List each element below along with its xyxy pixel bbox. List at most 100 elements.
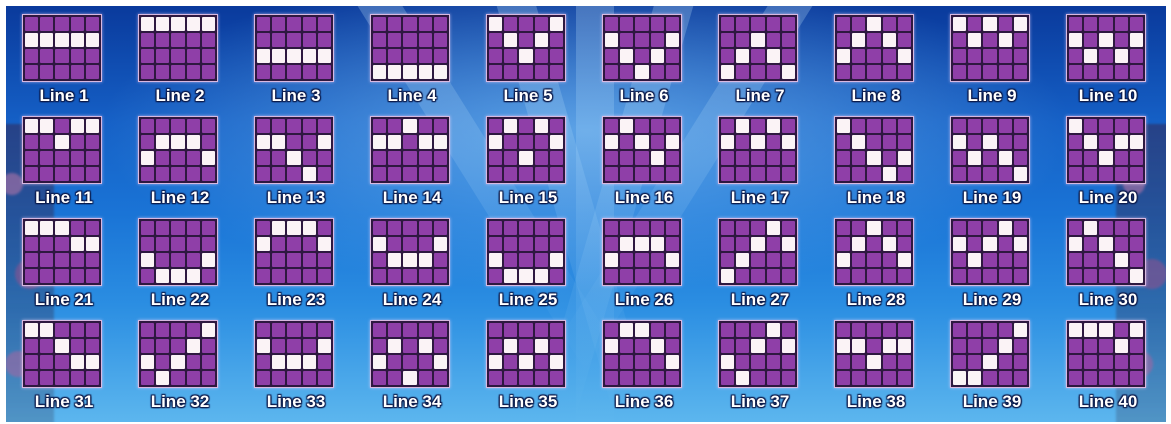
payline-card: Line 14 (354, 108, 470, 212)
payline-grid-cell (953, 323, 966, 337)
payline-grid-cell (202, 269, 215, 283)
payline-highlight-cell (257, 339, 270, 353)
payline-grid-cell (721, 253, 734, 267)
payline-card: Line 11 (6, 108, 122, 212)
payline-highlight-cell (1084, 221, 1097, 235)
payline-grid-cell (156, 119, 169, 133)
payline-grid-cell (403, 237, 416, 251)
payline-highlight-cell (968, 253, 981, 267)
payline-highlight-cell (202, 253, 215, 267)
payline-grid-cell (620, 167, 633, 181)
payline-label: Line 40 (1050, 392, 1166, 412)
payline-grid-cell (1084, 33, 1097, 47)
payline-grid-cell (953, 167, 966, 181)
payline-grid-cell (141, 237, 154, 251)
payline-grid-cell (852, 253, 865, 267)
payline-grid-cell (1130, 151, 1143, 165)
payline-grid-cell (635, 167, 648, 181)
payline-grid-cell (751, 253, 764, 267)
payline-grid-cell (434, 151, 447, 165)
payline-grid-cell (1130, 167, 1143, 181)
payline-highlight-cell (736, 371, 749, 385)
payline-grid-cell (55, 119, 68, 133)
payline-grid-cell (156, 355, 169, 369)
payline-grid-cell (535, 323, 548, 337)
payline-grid-cell (171, 371, 184, 385)
payline-highlight-cell (489, 17, 502, 31)
payline-highlight-cell (1069, 237, 1082, 251)
payline-grid-cell (852, 151, 865, 165)
payline-grid-cell (620, 65, 633, 79)
payline-grid-cell (388, 49, 401, 63)
payline-grid-cell (1130, 221, 1143, 235)
payline-grid-cell (867, 33, 880, 47)
payline-grid-cell (605, 151, 618, 165)
payline-highlight-cell (434, 135, 447, 149)
payline-grid-cell (40, 151, 53, 165)
payline-grid-cell (1084, 65, 1097, 79)
payline-grid-cell (287, 33, 300, 47)
payline-grid-cell (1115, 371, 1128, 385)
payline-highlight-cell (55, 33, 68, 47)
payline-grid-cell (156, 253, 169, 267)
payline-highlight-cell (403, 371, 416, 385)
payline-grid-cell (867, 237, 880, 251)
payline-grid-cell (187, 65, 200, 79)
payline-grid-cell (968, 355, 981, 369)
payline-grid-cell (202, 33, 215, 47)
payline-highlight-cell (666, 33, 679, 47)
payline-label: Line 11 (6, 188, 122, 208)
payline-highlight-cell (419, 339, 432, 353)
payline-grid-cell (883, 151, 896, 165)
payline-grid-cell (25, 167, 38, 181)
payline-highlight-cell (535, 269, 548, 283)
payline-grid-cell (303, 151, 316, 165)
payline-grid-cell (55, 237, 68, 251)
payline-grid-cell (999, 237, 1012, 251)
payline-grid-cell (519, 167, 532, 181)
payline-grid-cell (373, 167, 386, 181)
payline-grid-cell (1084, 339, 1097, 353)
payline-highlight-cell (651, 151, 664, 165)
payline-grid-cell (303, 339, 316, 353)
payline-grid-cell (953, 151, 966, 165)
payline-grid-cell (519, 371, 532, 385)
payline-grid-cell (272, 33, 285, 47)
payline-highlight-cell (721, 135, 734, 149)
payline-grid-cell (388, 269, 401, 283)
payline-grid-cell (1130, 49, 1143, 63)
payline-highlight-cell (535, 119, 548, 133)
payline-grid-cell (519, 339, 532, 353)
payline-card: Line 39 (934, 312, 1050, 416)
payline-highlight-cell (550, 355, 563, 369)
payline-grid-cell (1014, 135, 1027, 149)
payline-grid-cell (666, 221, 679, 235)
payline-label: Line 7 (702, 86, 818, 106)
payline-grid-cell (519, 119, 532, 133)
payline-grid-cell (257, 119, 270, 133)
payline-highlight-cell (837, 253, 850, 267)
payline-highlight-cell (187, 135, 200, 149)
payline-grid-cell (187, 253, 200, 267)
payline-highlight-cell (721, 269, 734, 283)
payline-grid-cell (953, 33, 966, 47)
payline-highlight-cell (767, 323, 780, 337)
payline-grid-cell (272, 339, 285, 353)
payline-highlight-cell (373, 135, 386, 149)
payline-grid-cell (837, 167, 850, 181)
payline-grid-cell (736, 221, 749, 235)
payline-pattern (138, 218, 218, 286)
payline-grid-cell (156, 167, 169, 181)
payline-grid-cell (504, 151, 517, 165)
payline-grid-cell (605, 119, 618, 133)
payline-grid-cell (1115, 151, 1128, 165)
payline-grid-cell (852, 167, 865, 181)
payline-grid-cell (25, 65, 38, 79)
payline-grid-cell (171, 253, 184, 267)
payline-grid-cell (257, 323, 270, 337)
payline-highlight-cell (751, 135, 764, 149)
payline-highlight-cell (141, 151, 154, 165)
payline-grid-cell (318, 323, 331, 337)
payline-label: Line 29 (934, 290, 1050, 310)
payline-pattern (138, 116, 218, 184)
